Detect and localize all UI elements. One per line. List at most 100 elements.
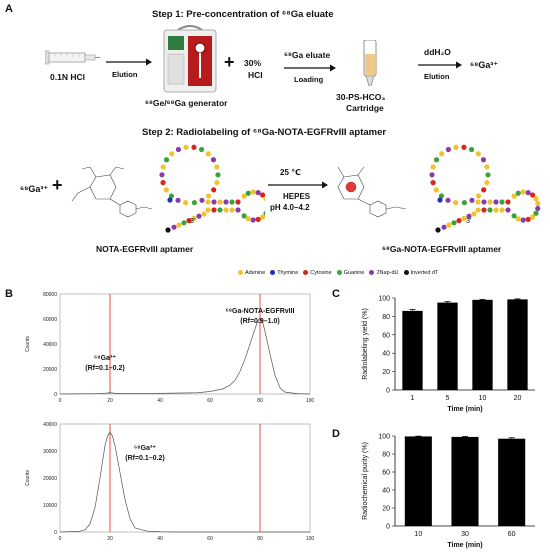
cartridge-label-2: Cartridge (346, 103, 384, 113)
cartridge-label: 30-PS-HCO₃ (336, 92, 386, 102)
nucleotide-bead (475, 207, 481, 213)
nucleotide-bead (183, 144, 189, 150)
nucleotide-bead (499, 199, 505, 205)
nucleotide-bead (511, 213, 517, 219)
nucleotide-bead (481, 199, 487, 205)
ga-nota-aptamer-label: ⁶⁸Ga-NOTA-EGFRvIII aptamer (382, 244, 502, 254)
x-tick-label: 20 (107, 398, 113, 404)
nucleotide-bead (160, 164, 166, 170)
nucleotide-bead (211, 207, 217, 213)
y-tick-label: 20 (382, 369, 390, 376)
y-tick-label: 10000 (43, 503, 57, 509)
nucleotide-bead (533, 196, 539, 202)
nucleotide-bead (191, 215, 197, 221)
nucleotide-bead (525, 190, 531, 196)
x-tick-label: 40 (157, 536, 163, 542)
ga3-peak-label: ⁶⁸Ga³⁺ (94, 355, 116, 362)
y-tick-label: 40000 (43, 342, 57, 348)
legend-label: 2Nap-dU (376, 269, 399, 276)
nucleotide-bead (235, 199, 241, 205)
nucleotide-bead (196, 213, 202, 219)
y-tick-label: 20000 (43, 476, 57, 482)
y-tick-label: 80 (382, 314, 390, 321)
nucleotide-bead (163, 187, 169, 193)
nucleotide-bead (241, 193, 247, 199)
three-prime-left: 3' (190, 218, 196, 225)
nucleotide-bead (160, 180, 166, 186)
nucleotide-bead (439, 151, 445, 157)
inverted-dt-bead (435, 227, 441, 233)
thymine-bead (437, 197, 443, 203)
thymine-bead (167, 197, 173, 203)
legend-label: Guanine (343, 269, 365, 276)
chromatogram-trace (59, 431, 310, 533)
legend-label: Inverted dT (410, 269, 439, 276)
hcl30-label: 30% (244, 58, 262, 68)
ph-label: pH 4.0–4.2 (270, 203, 310, 212)
nucleotide-bead (159, 172, 165, 178)
nucleotide-bead (229, 199, 235, 205)
nucleotide-bead (445, 146, 452, 153)
ga3-product-label: ⁶⁸Ga³⁺ (470, 60, 499, 70)
legend-label: Cytosine (310, 269, 332, 276)
nucleotide-bead (520, 217, 526, 223)
nucleotide-bead (493, 207, 499, 213)
x-tick-label: 20 (107, 536, 113, 542)
nucleotide-bead (205, 151, 211, 157)
legend-dot (336, 270, 342, 275)
nucleotide-bead (214, 180, 220, 186)
product-peak-label: ⁶⁸Ga-NOTA-EGFRvIII (225, 308, 294, 315)
nucleotide-bead (535, 200, 541, 207)
legend-item-5: Inverted dT (403, 269, 439, 276)
nucleotide-bead (499, 207, 505, 213)
hcl30-label-2: HCl (248, 70, 263, 80)
nucleotide-bead (453, 144, 459, 150)
nucleotide-bead (217, 199, 223, 205)
y-tick-label: 60000 (43, 317, 57, 323)
nucleotide-bead (255, 190, 261, 196)
legend-dot (403, 270, 409, 275)
ga-eluate-label: ⁶⁸Ga eluate (284, 50, 331, 60)
nucleotide-bead (229, 207, 235, 213)
chromatogram-trace (59, 317, 311, 395)
temperature-label: 25 ℃ (280, 168, 301, 177)
product-rf-label: (Rf=0.9–1.0) (240, 318, 280, 325)
panel-label-c: C (332, 288, 340, 300)
elution-label: Elution (112, 70, 138, 79)
nucleotide-bead (169, 151, 175, 157)
nucleotide-bead (481, 187, 487, 193)
nucleotide-bead (250, 189, 256, 195)
generator-label: ⁶⁸Ge/⁶⁸Ga generator (145, 98, 228, 108)
plus-sign-2: + (52, 175, 63, 195)
hcl-label: 0.1N HCl (50, 72, 85, 82)
nucleotide-bead (205, 193, 212, 199)
nucleotide-bead (535, 205, 541, 212)
nucleotide-bead (260, 214, 265, 220)
x-axis-label: Time (min) (447, 542, 482, 549)
x-tick-label: 10 (414, 531, 422, 538)
y-tick-label: 20000 (43, 367, 57, 373)
nucleotide-bead (466, 213, 472, 219)
y-tick-label: 100 (378, 434, 390, 441)
nucleotide-bead (175, 146, 182, 153)
x-tick-label: 100 (306, 536, 315, 542)
panel-label-d: D (332, 428, 340, 440)
nucleotide-bead (461, 200, 467, 206)
panel-label-b: B (5, 288, 13, 300)
nucleotide-bead (186, 218, 192, 224)
bar (451, 436, 479, 526)
nucleotide-bead (235, 207, 241, 213)
nucleotide-bead (183, 200, 189, 206)
x-tick-label: 20 (514, 395, 522, 402)
x-tick-label: 0 (59, 398, 62, 404)
aptamer-left (159, 144, 265, 233)
legend-dot (303, 270, 309, 275)
panel-label-a: A (5, 3, 13, 15)
arrow-right-icon (284, 64, 336, 72)
nucleotide-bead (211, 187, 217, 193)
y-tick-label: 40 (382, 351, 390, 358)
ddh2o-label: ddH₂O (424, 47, 451, 57)
